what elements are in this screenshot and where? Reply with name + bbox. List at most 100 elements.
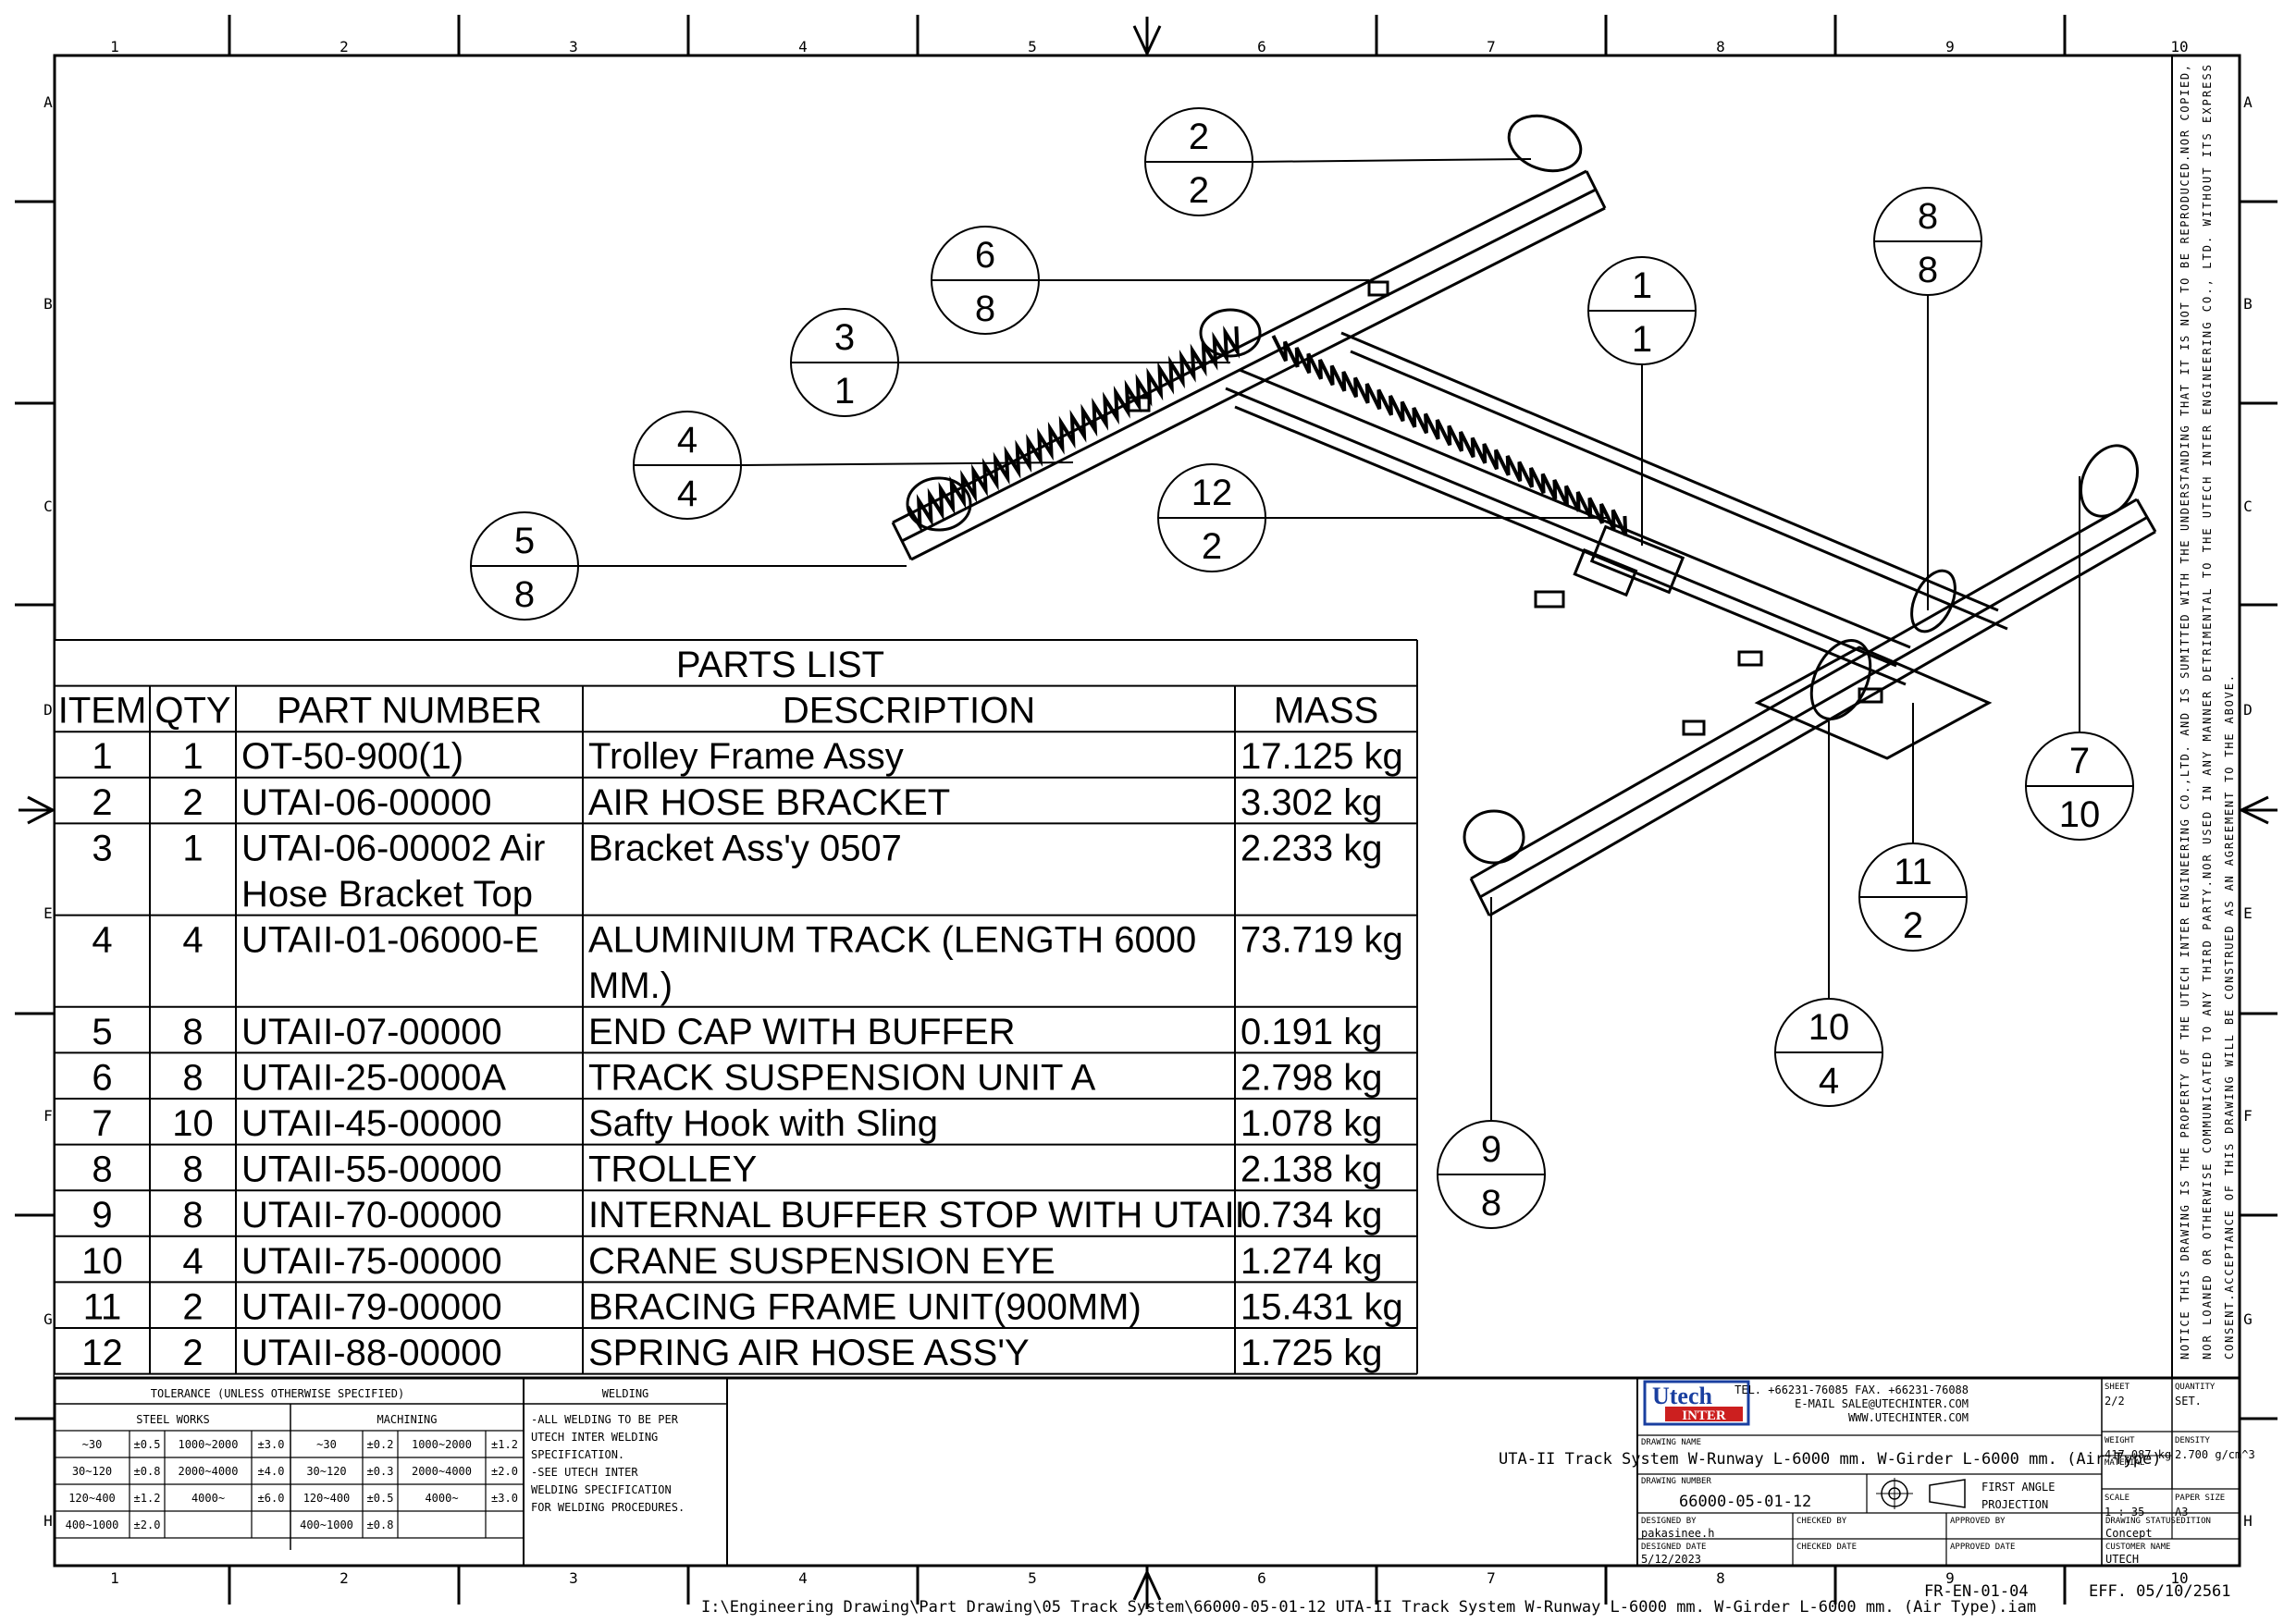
balloon-qty: 4 [1819, 1061, 1839, 1101]
sheet-number: 2/2 [2105, 1395, 2125, 1408]
part-item: 10 [81, 1241, 123, 1282]
part-mass: 2.798 kg [1241, 1057, 1382, 1098]
part-mass: 0.734 kg [1241, 1195, 1382, 1236]
balloon-12: 122 [1157, 463, 1610, 572]
part-description: TROLLEY [588, 1150, 757, 1190]
balloon-qty: 2 [1189, 170, 1209, 211]
assembly-view [891, 114, 2157, 917]
part-item: 8 [92, 1150, 112, 1190]
zone-row-label: G [2243, 1310, 2253, 1328]
part-qty: 1 [182, 736, 203, 777]
welding-title: WELDING [602, 1387, 649, 1400]
balloon-qty: 8 [1918, 250, 1938, 290]
part-qty: 1 [182, 828, 203, 868]
machining-tolerance-cell: 120~400 [303, 1492, 351, 1505]
steel-tolerance-cell: 4000~ [191, 1492, 225, 1505]
part-description: BRACING FRAME UNIT(900MM) [588, 1286, 1142, 1327]
weight-value: 417.087 kg [2105, 1448, 2171, 1461]
part-description: END CAP WITH BUFFER [588, 1012, 1016, 1052]
part-qty: 8 [182, 1195, 203, 1236]
part-mass: 3.302 kg [1241, 782, 1382, 823]
edition-label: EDITION [2176, 1517, 2211, 1526]
part-qty: 8 [182, 1057, 203, 1098]
part-qty: 2 [182, 782, 203, 823]
quantity-value: SET. [2175, 1395, 2202, 1408]
part-number: UTAI-06-00000 [241, 782, 492, 823]
steel-tolerance-cell: ±3.0 [258, 1438, 285, 1451]
notice-line: CONSENT.ACCEPTANCE OF THIS DRAWING WILL … [2223, 675, 2236, 1359]
part-item: 6 [92, 1057, 112, 1098]
file-path: I:\Engineering Drawing\Part Drawing\05 T… [701, 1598, 2036, 1617]
quantity-value-label: QUANTITY [2175, 1383, 2216, 1392]
part-description: CRANE SUSPENSION EYE [588, 1241, 1055, 1282]
part-item: 9 [92, 1195, 112, 1236]
zone-column-label: 6 [1257, 1569, 1266, 1587]
machining-tolerance-cell: ±3.0 [491, 1492, 518, 1505]
balloon-qty: 8 [1481, 1183, 1501, 1223]
part-item: 7 [92, 1103, 112, 1144]
machining-tolerance-cell: 30~120 [306, 1465, 346, 1478]
machining-tolerance-cell: ~30 [316, 1438, 337, 1451]
balloon-11: 112 [1858, 703, 1968, 952]
drawing-name-label: DRAWING NAME [1641, 1438, 1701, 1447]
balloon-item: 8 [1918, 196, 1938, 237]
drawing-name: UTA-II Track System W-Runway L-6000 mm. … [1499, 1450, 2161, 1469]
scale-value-label: SCALE [2105, 1494, 2129, 1503]
part-description: TRACK SUSPENSION UNIT A [588, 1057, 1096, 1098]
tolerance-title: TOLERANCE (UNLESS OTHERWISE SPECIFIED) [151, 1387, 405, 1400]
part-description: AIR HOSE BRACKET [588, 782, 950, 823]
zone-row-label: C [43, 498, 53, 515]
part-mass: 2.138 kg [1241, 1150, 1382, 1190]
part-description: Trolley Frame Assy [588, 736, 904, 777]
customer-name: UTECH [2105, 1553, 2139, 1566]
part-description: ALUMINIUM TRACK (LENGTH 6000 [588, 920, 1196, 961]
part-mass: 1.725 kg [1241, 1333, 1382, 1373]
part-qty: 2 [182, 1286, 203, 1327]
part-mass: 2.233 kg [1241, 828, 1382, 868]
zone-column-label: 7 [1487, 1569, 1496, 1587]
part-qty: 8 [182, 1012, 203, 1052]
balloon-item: 3 [834, 317, 855, 358]
projection-label: FIRST ANGLE [1981, 1481, 2055, 1494]
contact-line: E-MAIL SALE@UTECHINTER.COM [1795, 1397, 1969, 1410]
proprietary-notice: NOTICE THIS DRAWING IS THE PROPERTY OF T… [2171, 55, 2236, 1378]
zone-column-label: 2 [339, 1569, 349, 1587]
zone-column-label: 10 [2170, 38, 2188, 55]
form-code: FR-EN-01-04 [1924, 1582, 2029, 1601]
part-qty: 2 [182, 1333, 203, 1373]
parts-list-header: MASS [1274, 691, 1378, 732]
balloon-item: 6 [975, 235, 995, 276]
balloon-3: 31 [790, 308, 1230, 417]
projection-label: PROJECTION [1981, 1498, 2048, 1511]
balloon-item: 5 [514, 521, 535, 561]
zone-row-label: D [2243, 701, 2253, 719]
zone-row-label: C [2243, 498, 2253, 515]
zone-column-label: 10 [2170, 1569, 2188, 1587]
part-mass: 1.274 kg [1241, 1241, 1382, 1282]
tolerance-block: TOLERANCE (UNLESS OTHERWISE SPECIFIED)ST… [55, 1378, 525, 1566]
steel-tolerance-cell: ±2.0 [134, 1518, 161, 1531]
density-value: 2.700 g/cm^3 [2175, 1448, 2255, 1461]
zone-row-label: B [43, 295, 53, 313]
steel-tolerance-cell: ±4.0 [258, 1465, 285, 1478]
balloon-qty: 4 [677, 473, 697, 514]
machining-tolerance-cell: 1000~2000 [412, 1438, 472, 1451]
zone-row-label: G [43, 1310, 53, 1328]
part-mass: 73.719 kg [1241, 920, 1403, 961]
paper-size: A3 [2175, 1506, 2188, 1518]
part-mass: 15.431 kg [1241, 1286, 1403, 1327]
zone-column-label: 8 [1716, 1569, 1725, 1587]
designed-by: pakasinee.h [1641, 1527, 1714, 1540]
balloon-item: 11 [1894, 852, 1932, 892]
contact-line: WWW.UTECHINTER.COM [1848, 1411, 1969, 1424]
part-number: UTAII-25-0000A [241, 1057, 506, 1098]
part-number: UTAII-01-06000-E [241, 920, 539, 961]
zone-row-label: E [2243, 904, 2253, 922]
drawing-number-label: DRAWING NUMBER [1641, 1477, 1711, 1486]
machining-tolerance-cell: ±0.5 [367, 1492, 394, 1505]
first-angle-projection-symbol [1876, 1478, 1966, 1509]
part-number: UTAII-75-00000 [241, 1241, 502, 1282]
steel-tolerance-cell: 400~1000 [66, 1518, 119, 1531]
